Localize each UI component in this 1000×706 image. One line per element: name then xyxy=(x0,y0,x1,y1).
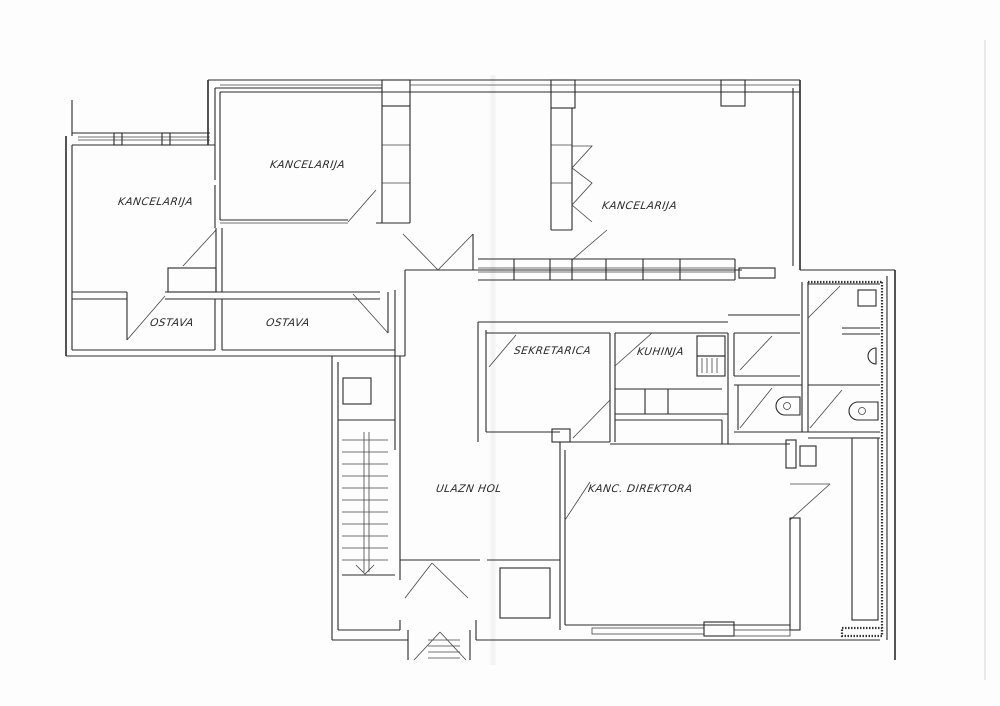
east-office-walls xyxy=(220,79,895,281)
room-label-kuhinja: KUHINJA xyxy=(636,346,685,358)
director-office-walls xyxy=(476,437,884,641)
room-label-kancelarija-east: KANCELARIJA xyxy=(601,200,678,212)
west-wing-walls xyxy=(65,79,800,357)
room-label-ostava-1: OSTAVA xyxy=(149,317,195,329)
room-label-kanc-direktora: KANC. DIREKTORA xyxy=(587,483,694,495)
room-label-sekretarica: SEKRETARICA xyxy=(513,345,592,357)
paper-fold-crease xyxy=(489,75,497,665)
stair-and-lobby xyxy=(331,356,591,661)
room-label-kancelarija-north: KANCELARIJA xyxy=(269,159,346,171)
service-block-walls xyxy=(477,270,896,660)
paper-edge xyxy=(984,40,986,680)
room-label-ulazni-hol: ULAZN HOL xyxy=(435,483,503,495)
room-label-kancelarija-west: KANCELARIJA xyxy=(117,196,194,208)
room-label-ostava-2: OSTAVA xyxy=(265,317,311,329)
